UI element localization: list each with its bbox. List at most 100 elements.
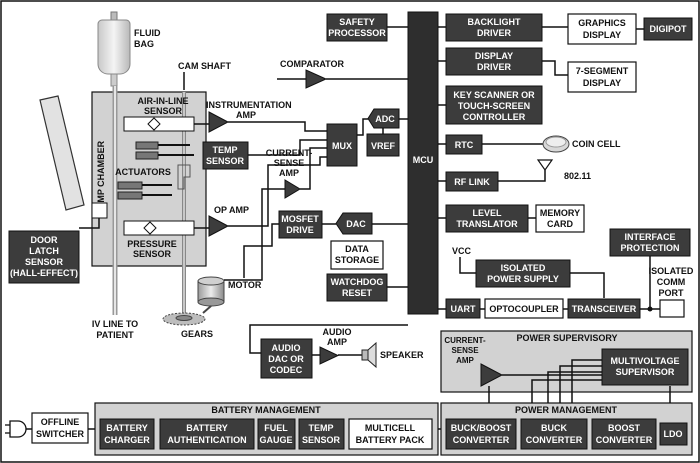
interface-protection-label-2: PROTECTION <box>620 243 679 253</box>
offline-switcher-label-2: SWITCHER <box>36 429 84 439</box>
antenna-icon <box>536 159 554 172</box>
cam-shaft-label: CAM SHAFT <box>178 61 231 71</box>
buck-converter <box>520 418 588 450</box>
safety-processor-label-1: SAFETY <box>339 17 375 27</box>
cs-amp-label-2: SENSE <box>274 158 305 168</box>
fuel-gauge <box>257 418 296 450</box>
battery-pack-label-2: BATTERY PACK <box>356 435 425 445</box>
power-supervisory-title: POWER SUPERVISORY <box>516 333 617 343</box>
mosfet-drive <box>278 210 323 239</box>
battery-charger-label-1: BATTERY <box>106 423 148 433</box>
buck-boost-label-2: CONVERTER <box>453 435 510 445</box>
cs-amp-label-3: AMP <box>279 168 299 178</box>
audio-amp-label-1: AUDIO <box>323 327 352 337</box>
pressure-sensor-element <box>143 221 157 235</box>
ldo-label: LDO <box>664 429 683 439</box>
mcu-label: MCU <box>413 155 434 165</box>
buck-label-2: CONVERTER <box>526 435 583 445</box>
instr-amp-label-1: INSTRUMENTATION <box>206 100 292 110</box>
iso-comm-label-2: COMM <box>657 277 686 287</box>
motor-label: MOTOR <box>228 280 262 290</box>
battery-authentication <box>159 418 255 450</box>
digipot <box>643 17 693 41</box>
fuel-gauge-label-2: GAUGE <box>259 435 292 445</box>
watchdog-label-1: WATCHDOG <box>331 277 384 287</box>
offline-switcher <box>31 412 89 444</box>
ps-cs-amp-label-3: AMP <box>456 356 474 365</box>
pressure-sensor <box>123 220 195 236</box>
battery-pack-label-1: MULTICELL <box>365 423 416 433</box>
graphics-display <box>567 13 637 45</box>
instr-amp-label-2: AMP <box>236 110 256 120</box>
coin-cell-label: COIN CELL <box>572 139 621 149</box>
bm-temp-sensor-label-2: SENSOR <box>302 435 341 445</box>
air-in-line-sensor-label-2: SENSOR <box>144 106 183 116</box>
optocoupler-label: OPTOCOUPLER <box>489 304 559 314</box>
display-driver-label-1: DISPLAY <box>475 51 513 61</box>
backlight-driver-label-2: DRIVER <box>477 28 512 38</box>
audio-amp-label-2: AMP <box>327 337 347 347</box>
pressure-sensor-label-1: PRESSURE <box>127 239 177 249</box>
fluid-bag-label-2: BAG <box>134 39 154 49</box>
boost-converter <box>591 418 657 450</box>
boost-label-1: BOOST <box>608 423 641 433</box>
cs-amp-label-1: CURRENT- <box>266 148 313 158</box>
ps-cs-amp-label-1: CURRENT- <box>444 336 486 345</box>
pressure-sensor-label-2: SENSOR <box>133 249 172 259</box>
audio-dac-codec <box>260 338 313 379</box>
key-scanner-label-1: KEY SCANNER OR <box>453 90 535 100</box>
key-scanner-label-3: CONTROLLER <box>463 112 526 122</box>
door-latch-label-4: (HALL-EFFECT) <box>10 268 78 278</box>
temp-sensor-label-1: TEMP <box>212 145 237 155</box>
seven-segment-label-2: DISPLAY <box>583 78 621 88</box>
mvs-label-2: SUPERVISOR <box>616 367 675 377</box>
iso-comm-label-3: PORT <box>658 288 684 298</box>
iv-line-label-2: PATIENT <box>96 330 134 340</box>
data-storage <box>330 240 384 270</box>
seven-segment-display <box>567 61 637 93</box>
data-storage-label-2: STORAGE <box>335 255 379 265</box>
speaker-icon <box>361 341 377 369</box>
ldo <box>659 422 688 446</box>
door-latch-sensor <box>8 230 80 284</box>
graphics-display-label-1: GRAPHICS <box>578 18 626 28</box>
speaker-label: SPEAKER <box>380 350 424 360</box>
transceiver-label: TRANSCEIVER <box>572 304 637 314</box>
audio-amp-symbol <box>319 346 340 365</box>
key-scanner-controller <box>445 85 543 125</box>
interface-protection <box>609 228 691 257</box>
seven-segment-label-1: 7-SEGMENT <box>576 66 629 76</box>
battery-management-title: BATTERY MANAGEMENT <box>211 405 321 415</box>
memory-card-label-2: CARD <box>547 219 573 229</box>
gears-label: GEARS <box>181 329 213 339</box>
comparator-label: COMPARATOR <box>280 59 344 69</box>
ps-cs-amp-label-2: SENSE <box>451 346 479 355</box>
mux-label: MUX <box>332 141 352 151</box>
mcu <box>407 11 439 315</box>
audio-dac-label-3: CODEC <box>270 365 303 375</box>
audio-dac-label-1: AUDIO <box>272 343 301 353</box>
multicell-battery-pack <box>348 418 433 450</box>
iso-ps-label-1: ISOLATED <box>501 263 546 273</box>
interface-protection-label-1: INTERFACE <box>624 232 675 242</box>
display-driver-label-2: DRIVER <box>477 62 512 72</box>
actuators <box>117 141 194 200</box>
fuel-gauge-label-1: FUEL <box>264 423 288 433</box>
bm-temp-sensor-label-1: TEMP <box>308 423 333 433</box>
buck-label-1: BUCK <box>541 423 567 433</box>
comparator-symbol <box>305 69 328 89</box>
key-scanner-label-2: TOUCH-SCREEN <box>458 101 530 111</box>
power-management-title: POWER MANAGEMENT <box>515 405 617 415</box>
digipot-label: DIGIPOT <box>649 24 687 34</box>
multivoltage-supervisor <box>601 348 689 386</box>
cam-profile <box>177 164 191 190</box>
motor <box>197 276 225 314</box>
isolated-comm-port <box>659 299 685 318</box>
dac-label: DAC <box>346 219 366 229</box>
rtc-label: RTC <box>455 140 474 150</box>
instrumentation-amp-symbol <box>208 111 230 133</box>
mux <box>326 123 358 167</box>
